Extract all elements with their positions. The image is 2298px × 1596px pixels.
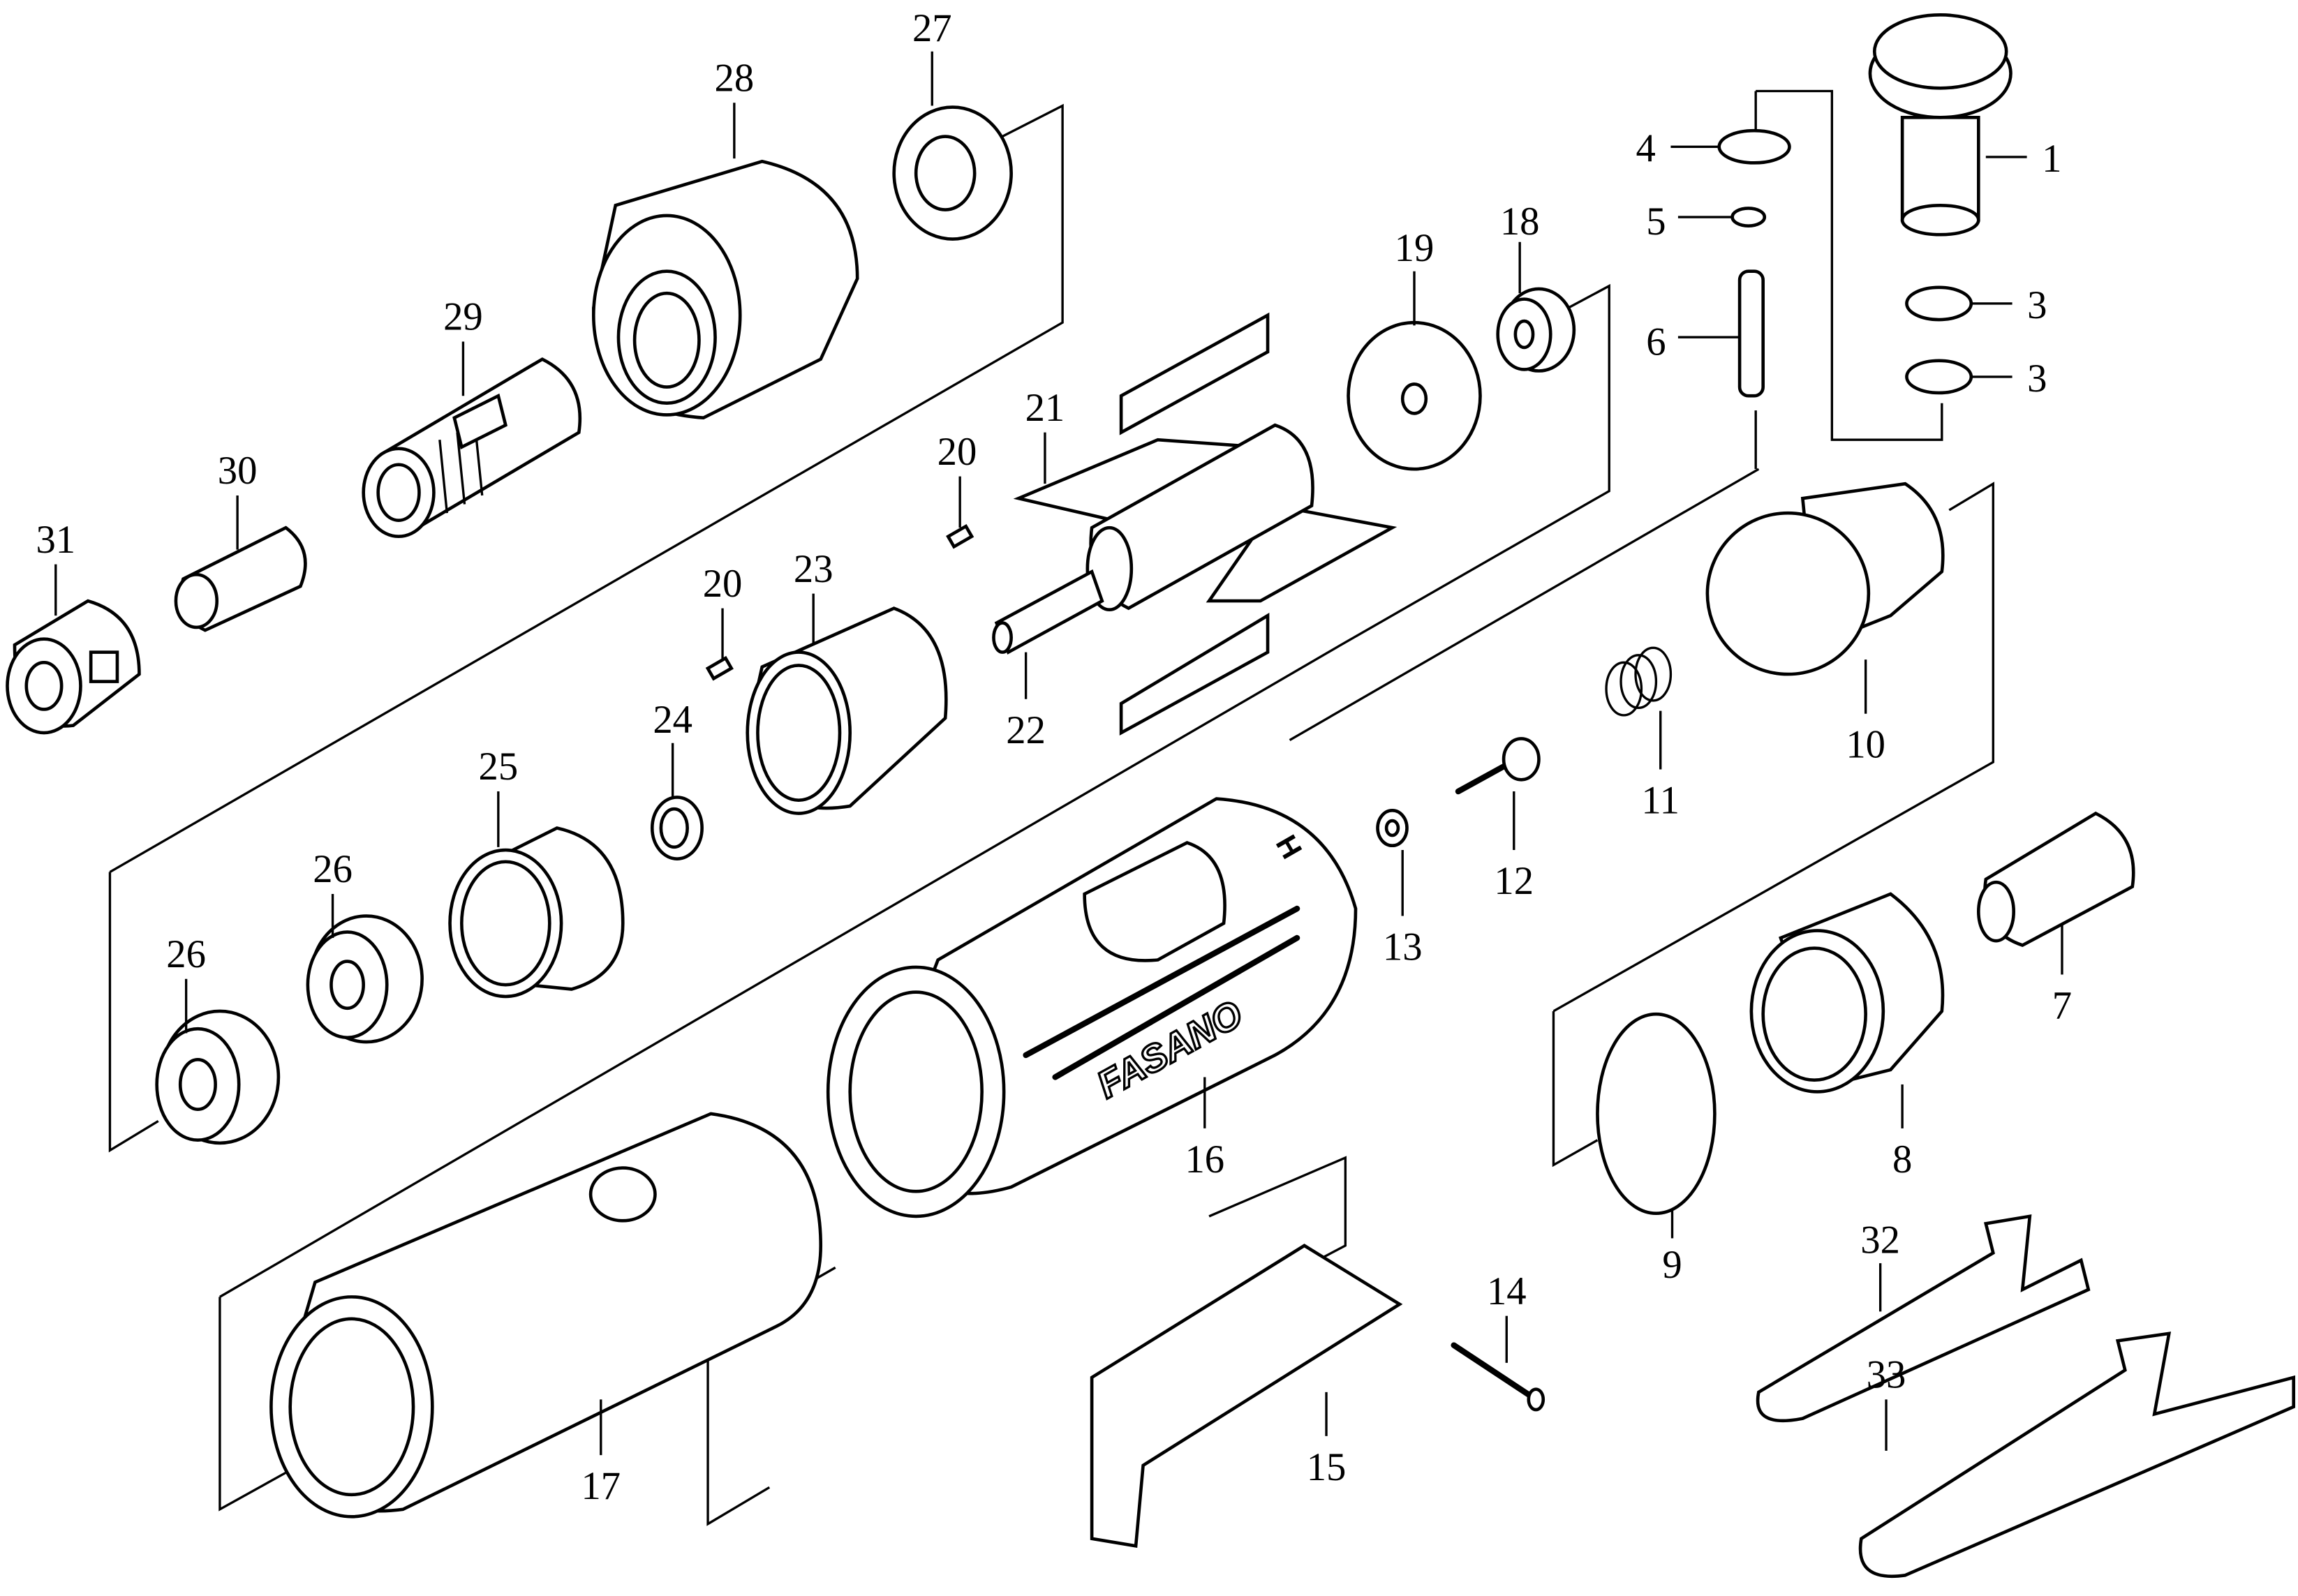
part-12-valve-stem <box>1455 737 1541 795</box>
label-31: 31 <box>36 518 75 562</box>
part-21-vanes <box>1013 312 1398 736</box>
part-number-labels: 1 3 3 4 5 6 7 8 9 10 11 12 13 14 15 16 1… <box>36 6 2072 1508</box>
label-16: 16 <box>1185 1138 1224 1181</box>
part-29-spindle <box>362 357 582 539</box>
label-17: 17 <box>581 1464 621 1508</box>
label-18: 18 <box>1500 200 1540 244</box>
label-30: 30 <box>218 449 258 493</box>
part-20-pin <box>705 655 734 681</box>
leader-lines <box>54 51 2063 1456</box>
part-30-collet <box>174 525 307 632</box>
label-13: 13 <box>1383 925 1423 969</box>
part-28-clamp-nut <box>591 159 859 420</box>
label-26: 26 <box>313 847 353 891</box>
label-10: 10 <box>1846 723 1885 767</box>
part-11-spring <box>1605 646 1673 717</box>
label-25: 25 <box>478 745 518 789</box>
part-33-wrench <box>1858 1332 2296 1578</box>
label-20: 20 <box>937 430 977 474</box>
label-33: 33 <box>1867 1353 1906 1397</box>
part-26-bearing <box>155 1009 281 1145</box>
part-14-lever-pin <box>1451 1342 1545 1412</box>
label-3: 3 <box>2027 357 2047 401</box>
label-12: 12 <box>1494 859 1534 903</box>
part-1-speed-knob <box>1868 13 2012 237</box>
label-6: 6 <box>1646 320 1666 364</box>
label-28: 28 <box>715 56 755 100</box>
label-9: 9 <box>1662 1243 1682 1287</box>
label-4: 4 <box>1636 126 1656 170</box>
label-1: 1 <box>2042 137 2061 181</box>
label-26: 26 <box>166 932 206 976</box>
part-5-washer <box>1730 207 1767 228</box>
part-23-cylinder <box>746 606 948 815</box>
label-19: 19 <box>1395 226 1435 270</box>
label-11: 11 <box>1641 779 1680 823</box>
part-17-motor-housing <box>269 1112 823 1519</box>
part-19-end-plate <box>1347 320 1482 471</box>
label-5: 5 <box>1646 200 1666 244</box>
label-14: 14 <box>1487 1269 1527 1313</box>
part-24-ring <box>650 796 704 860</box>
part-9-o-ring <box>1596 1012 1717 1216</box>
label-27: 27 <box>912 6 952 50</box>
part-18-bearing <box>1496 287 1576 373</box>
label-29: 29 <box>443 295 483 339</box>
part-16-grip-housing: FASANO H <box>826 797 1358 1218</box>
label-24: 24 <box>653 698 692 742</box>
label-20: 20 <box>703 562 743 606</box>
part-4-ring <box>1717 128 1791 165</box>
label-32: 32 <box>1860 1218 1900 1262</box>
part-8-end-cap <box>1749 892 1945 1094</box>
part-13-washer <box>1376 809 1409 848</box>
part-15-throttle-lever <box>1090 1244 1403 1548</box>
label-3: 3 <box>2027 283 2047 327</box>
part-27-washer <box>892 105 1013 241</box>
label-23: 23 <box>794 547 833 591</box>
part-3-o-ring <box>1905 285 1973 322</box>
part-22-rotor <box>992 423 1314 655</box>
label-21: 21 <box>1025 386 1065 430</box>
part-31-collet-nut <box>6 599 141 735</box>
part-7-air-inlet <box>1977 811 2135 948</box>
label-8: 8 <box>1892 1138 1912 1181</box>
part-25-sleeve <box>448 826 625 999</box>
part-26-bearing <box>306 914 424 1044</box>
label-22: 22 <box>1006 708 1046 752</box>
part-3-o-ring <box>1905 359 1973 395</box>
part-6-valve-pin <box>1737 269 1765 398</box>
part-20-pin <box>946 523 974 549</box>
label-15: 15 <box>1307 1445 1347 1489</box>
part-32-wrench <box>1756 1214 2091 1423</box>
part-10-reverse-valve <box>1705 482 1945 676</box>
label-7: 7 <box>2052 983 2072 1027</box>
